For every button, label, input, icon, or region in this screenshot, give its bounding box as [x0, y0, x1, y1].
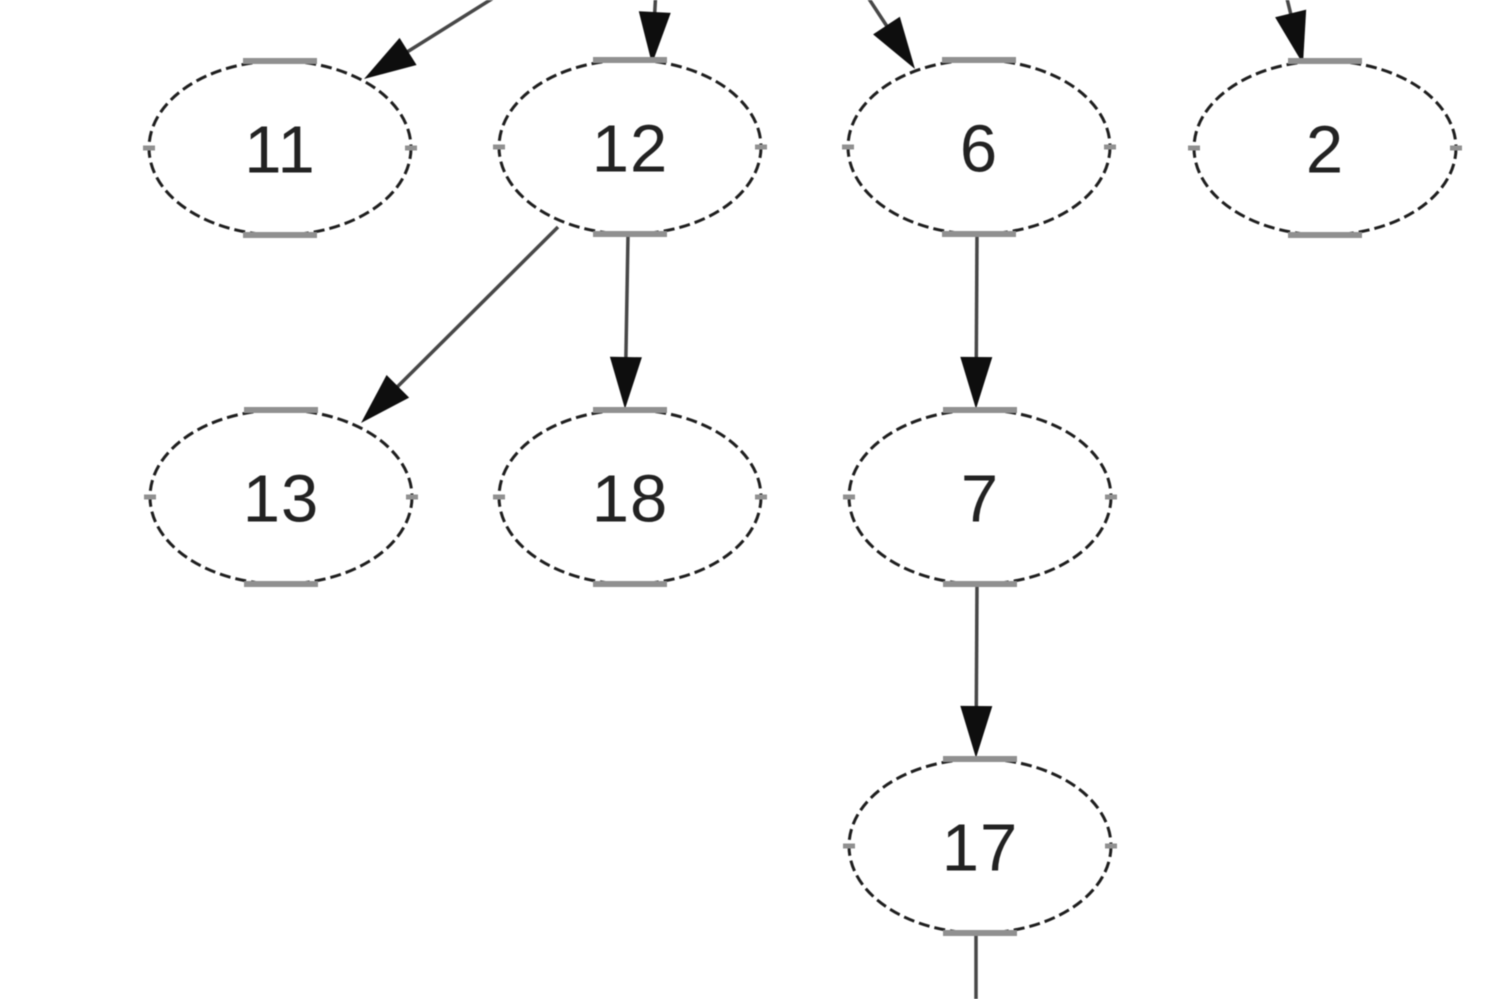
- graph-node-7: 7: [843, 407, 1117, 587]
- edge-arrowhead-icon: [364, 37, 417, 79]
- node-label: 18: [592, 462, 669, 537]
- edge-line: [393, 225, 560, 391]
- graph-node-11: 11: [143, 58, 417, 238]
- graph-node-13: 13: [144, 407, 418, 587]
- edge-line: [403, 0, 494, 56]
- edge-line: [974, 234, 979, 362]
- graph-edge-offscreen-to-11: [364, 0, 494, 79]
- edge-arrowhead-icon: [873, 16, 915, 69]
- edge-line: [624, 234, 630, 362]
- graph-edge-offscreen-to-12: [638, 0, 671, 64]
- edge-arrowhead-icon: [960, 705, 993, 758]
- node-label: 13: [243, 462, 320, 537]
- node-label: 12: [592, 112, 669, 187]
- graph-node-12: 12: [493, 57, 767, 237]
- node-label: 7: [961, 462, 999, 537]
- node-label: 6: [960, 112, 998, 187]
- graph-node-6: 6: [842, 57, 1116, 237]
- edge-arrowhead-icon: [638, 11, 671, 64]
- edge-arrowhead-icon: [361, 374, 410, 423]
- graph-edge-6-to-7: [960, 234, 993, 409]
- edge-line: [974, 584, 979, 711]
- graph-edge-offscreen-to-6: [867, 0, 915, 69]
- edge-line: [652, 0, 658, 17]
- edge-line: [867, 0, 891, 30]
- edge-arrowhead-icon: [960, 356, 993, 409]
- graph-node-18: 18: [493, 407, 767, 587]
- node-label: 2: [1306, 113, 1344, 188]
- graph-edge-offscreen-to-2: [1275, 0, 1307, 65]
- node-label: 17: [942, 811, 1019, 886]
- graph-edge-12-to-13: [361, 225, 560, 423]
- edge-line: [1285, 0, 1294, 18]
- graph-edge-7-to-17: [960, 584, 993, 758]
- graph-edge-12-to-18: [609, 234, 642, 409]
- edge-arrowhead-icon: [609, 356, 642, 409]
- node-label: 11: [244, 113, 316, 188]
- edge-arrowhead-icon: [1275, 9, 1307, 65]
- graph-node-17: 17: [843, 756, 1117, 936]
- graph-node-2: 2: [1188, 58, 1462, 238]
